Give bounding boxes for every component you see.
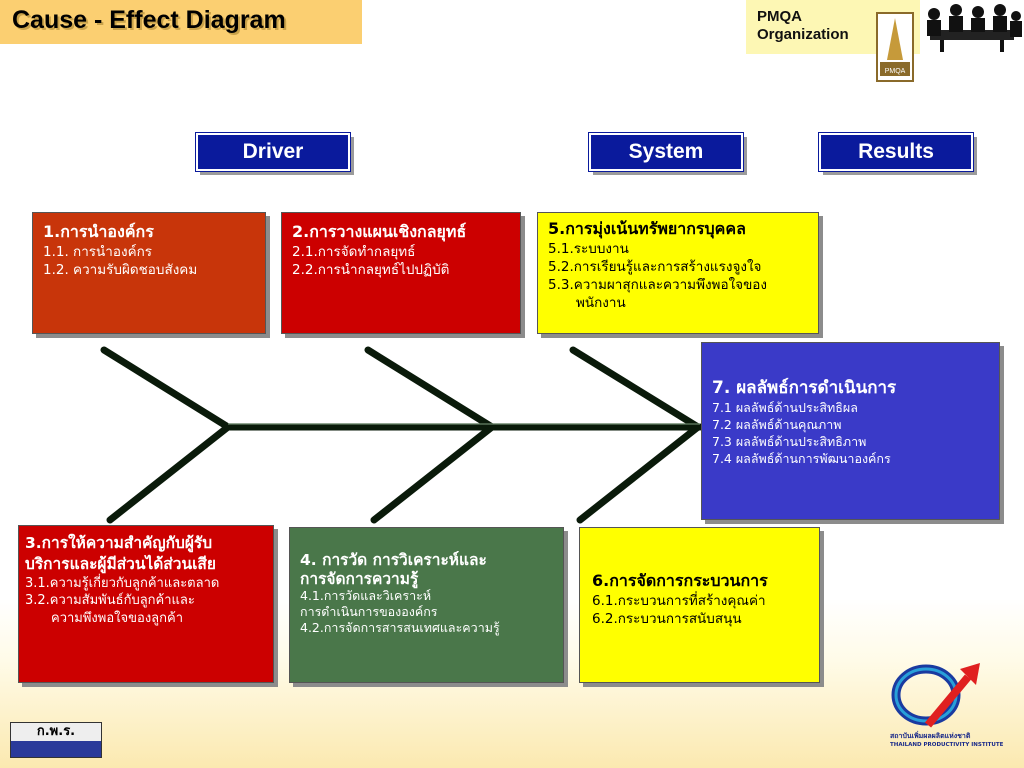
slide-title: Cause - Effect Diagram [0, 0, 362, 44]
box-heading: 6.การจัดการกระบวนการ [592, 571, 768, 590]
bone-3-bottom [106, 423, 232, 524]
box-heading: การจัดการความรู้ [300, 569, 419, 588]
header-system: System [588, 132, 744, 172]
result-box-outcomes: 7. ผลลัพธ์การดำเนินการ 7.1 ผลลัพธ์ด้านปร… [701, 342, 1000, 520]
box-heading: บริการและผู้มีส่วนได้ส่วนเสีย [25, 554, 216, 573]
bone-1-top [100, 346, 232, 431]
header-results: Results [818, 132, 974, 172]
box-item: 5.1.ระบบงาน [548, 240, 629, 257]
bone-5-top [569, 346, 702, 431]
cause-box-measurement: 4. การวัด การวิเคราะห์และ การจัดการความร… [289, 527, 564, 683]
box-item: 2.2.การนำกลยุทธ์ไปปฏิบัติ [292, 261, 450, 278]
box-item: การดำเนินการขององค์กร [300, 604, 438, 620]
box-item: 7.2 ผลลัพธ์ด้านคุณภาพ [712, 416, 842, 432]
cause-box-strategy: 2.การวางแผนเชิงกลยุทธ์ 2.1.การจัดทำกลยุท… [281, 212, 521, 334]
box-item: 4.1.การวัดและวิเคราะห์ [300, 587, 432, 603]
tpi-logo [891, 663, 980, 728]
bone-4-bottom [370, 423, 496, 524]
box-heading: 1.การนำองค์กร [43, 222, 154, 241]
box-item: 2.1.การจัดทำกลยุทธ์ [292, 243, 416, 260]
org-label: PMQA Organization [757, 8, 849, 44]
box-item: 5.3.ความผาสุกและความพึงพอใจของ [548, 277, 767, 294]
opdc-logo-text: ก.พ.ร. [11, 723, 101, 741]
cause-box-hr: 5.การมุ่งเน้นทรัพยากรบุคคล 5.1.ระบบงาน 5… [537, 212, 819, 334]
box-item: 1.1. การนำองค์กร [43, 243, 153, 260]
cause-box-customer: 3.การให้ความสำคัญกับผู้รับ บริการและผู้ม… [18, 525, 274, 683]
cause-box-leadership: 1.การนำองค์กร 1.1. การนำองค์กร 1.2. ความ… [32, 212, 266, 334]
box-item: 4.2.การจัดการสารสนเทศและความรู้ [300, 620, 500, 636]
box-heading: 5.การมุ่งเน้นทรัพยากรบุคคล [548, 219, 746, 238]
bone-6-bottom [576, 423, 702, 524]
box-item: 3.2.ความสัมพันธ์กับลูกค้าและ [25, 593, 195, 609]
box-item: 6.2.กระบวนการสนับสนุน [592, 610, 742, 627]
box-heading: 4. การวัด การวิเคราะห์และ [300, 551, 487, 569]
tpi-logo-text: สถาบันเพิ่มผลผลิตแห่งชาติ THAILAND PRODU… [890, 732, 1004, 748]
box-item: พนักงาน [576, 295, 626, 312]
box-item: 3.1.ความรู้เกี่ยวกับลูกค้าและตลาด [25, 575, 220, 591]
box-item: 7.3 ผลลัพธ์ด้านประสิทธิภาพ [712, 433, 867, 449]
svg-text:PMQA: PMQA [885, 68, 906, 75]
box-item: ความพึงพอใจของลูกค้า [51, 610, 183, 626]
box-heading: 2.การวางแผนเชิงกลยุทธ์ [292, 222, 467, 241]
box-item: 1.2. ความรับผิดชอบสังคม [43, 261, 198, 278]
box-item: 7.1 ผลลัพธ์ด้านประสิทธิผล [712, 399, 858, 415]
box-heading: 7. ผลลัพธ์การดำเนินการ [712, 378, 897, 398]
cause-box-process: 6.การจัดการกระบวนการ 6.1.กระบวนการที่สร้… [579, 527, 820, 683]
org-label-line2: Organization [757, 26, 849, 43]
meeting-people-icon [920, 0, 1024, 54]
box-heading: 3.การให้ความสำคัญกับผู้รับ [25, 534, 213, 552]
header-driver: Driver [195, 132, 351, 172]
pmqa-logo: PMQA [876, 12, 914, 82]
opdc-logo: ก.พ.ร. [10, 722, 102, 758]
org-label-line1: PMQA [757, 8, 802, 25]
bone-2-top [364, 346, 496, 431]
box-item: 7.4 ผลลัพธ์ด้านการพัฒนาองค์กร [712, 450, 891, 466]
box-item: 6.1.กระบวนการที่สร้างคุณค่า [592, 592, 766, 609]
box-item: 5.2.การเรียนรู้และการสร้างแรงจูงใจ [548, 258, 762, 275]
